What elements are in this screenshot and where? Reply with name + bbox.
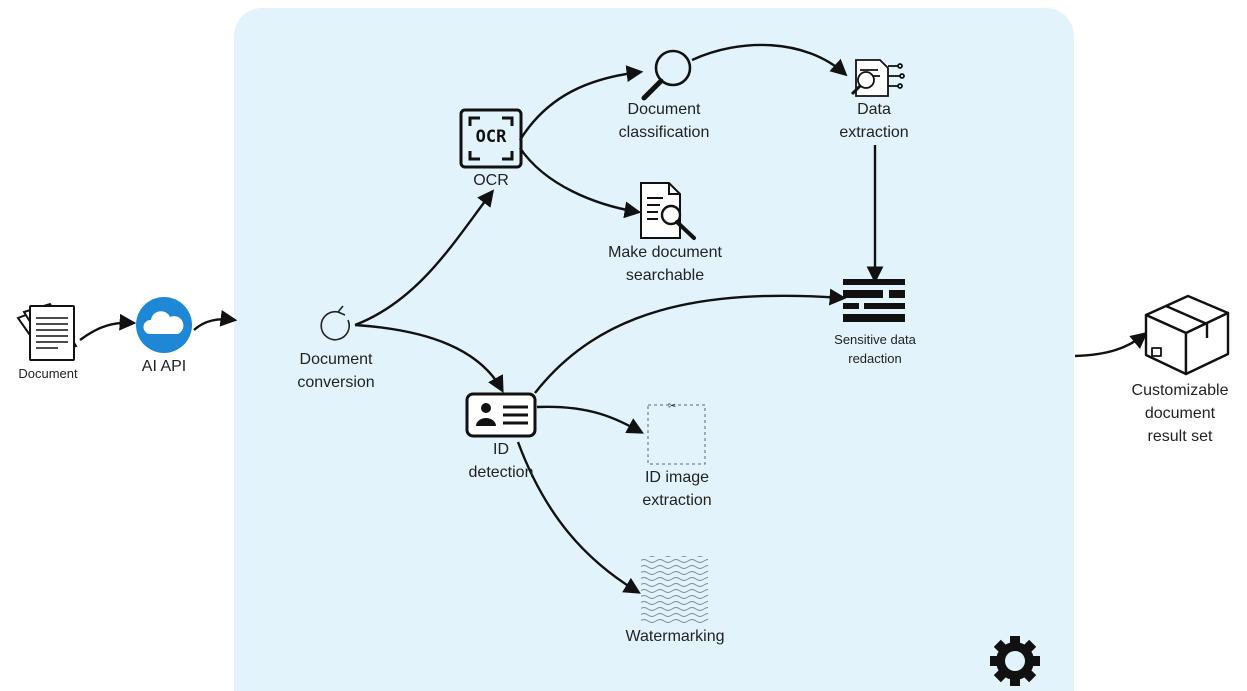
arrow-conversion-to-id	[354, 323, 504, 393]
id-card-icon	[465, 392, 537, 438]
document-label: Document	[18, 366, 78, 381]
id-detection-label: ID detection	[468, 441, 534, 481]
document-classification-label: Document classification	[618, 101, 710, 141]
arrow-id-to-redaction	[534, 288, 847, 394]
id-image-extraction-label: ID image extraction	[642, 469, 712, 509]
sensitive-redaction-label: Sensitive data redaction	[834, 332, 916, 366]
arrow-document-to-api	[79, 313, 137, 341]
svg-text:✂: ✂	[668, 401, 676, 412]
arrow-id-to-image-extraction	[536, 405, 644, 434]
arrow-conversion-to-ocr	[354, 189, 495, 327]
gear-icon	[990, 636, 1040, 686]
watermark-pattern-icon	[641, 556, 708, 624]
arrow-panel-to-result	[1074, 331, 1148, 358]
document-conversion-label: Document conversion	[297, 351, 375, 391]
arrow-classification-to-extraction	[691, 43, 848, 77]
ocr-icon-text: OCR	[475, 127, 507, 147]
arrow-id-to-watermarking	[516, 441, 641, 594]
watermarking-label: Watermarking	[625, 628, 725, 645]
make-searchable-label: Make document searchable	[608, 244, 722, 284]
arrow-ocr-to-searchable	[519, 147, 642, 219]
document-search-circuit-icon	[850, 59, 905, 97]
arrow-api-to-panel	[193, 310, 238, 331]
document-magnifier-icon	[640, 182, 696, 240]
ai-api-label: AI API	[141, 358, 187, 375]
scissors-crop-icon: ✂	[647, 401, 706, 465]
magnifier-icon	[641, 49, 692, 101]
ocr-label: OCR	[473, 172, 509, 189]
redaction-bars-icon	[843, 279, 905, 322]
data-extraction-label: Data extraction	[839, 101, 909, 141]
ocr-scan-icon	[459, 108, 523, 169]
refresh-icon	[320, 305, 351, 341]
result-set-label: Customizable document result set	[1131, 382, 1229, 445]
arrow-ocr-to-classification	[518, 65, 644, 141]
package-box-icon	[1144, 294, 1230, 376]
cloud-icon	[136, 297, 192, 353]
document-stack-icon	[16, 302, 78, 361]
